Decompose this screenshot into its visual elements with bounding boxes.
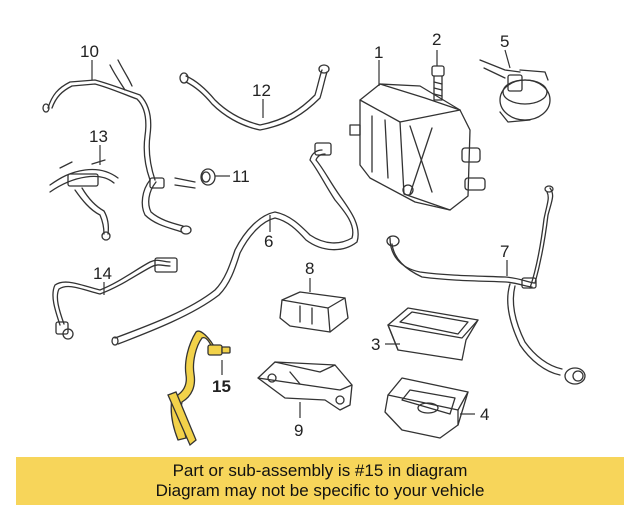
callout-15: 15 [212, 377, 231, 396]
part-1-canister[interactable] [349, 83, 486, 211]
part-14-sensor[interactable] [52, 257, 178, 340]
callout-14: 14 [93, 264, 112, 283]
part-7-pipe[interactable] [386, 185, 586, 385]
part-11-cap[interactable] [200, 168, 216, 186]
callout-7: 7 [500, 242, 509, 261]
callout-12: 12 [252, 81, 271, 100]
parts-diagram: 10 1 2 5 12 13 11 6 7 8 14 3 15 9 4 [42, 30, 586, 447]
part-9-bracket[interactable] [257, 361, 353, 411]
callout-11: 11 [232, 167, 250, 186]
callout-4: 4 [480, 405, 489, 424]
part-6-pipe[interactable] [111, 142, 359, 346]
part-13-hose-assembly[interactable] [49, 159, 119, 241]
callout-2: 2 [432, 30, 441, 49]
callout-8: 8 [305, 259, 314, 278]
callout-13: 13 [89, 127, 108, 146]
callout-9: 9 [294, 421, 303, 440]
callout-1: 1 [374, 43, 383, 62]
part-2-bolt[interactable] [431, 65, 445, 101]
part-12-hose[interactable] [179, 64, 330, 131]
callout-10: 10 [80, 42, 99, 61]
callout-5: 5 [500, 32, 509, 51]
callout-3: 3 [371, 335, 380, 354]
leader-lines [91, 49, 511, 418]
part-4-housing[interactable] [384, 377, 469, 439]
part-3-filter[interactable] [387, 307, 479, 361]
banner-line-1: Part or sub-assembly is #15 in diagram [172, 461, 468, 480]
banner-line-2: Diagram may not be specific to your vehi… [155, 481, 485, 500]
part-8-bracket[interactable] [279, 291, 349, 333]
info-banner: Part or sub-assembly is #15 in diagram D… [16, 457, 624, 505]
part-10-hose[interactable] [42, 59, 196, 235]
part-15-sensor-highlighted[interactable] [167, 330, 231, 447]
callout-6: 6 [264, 232, 273, 251]
part-5-valve[interactable] [479, 59, 551, 123]
callout-labels: 10 1 2 5 12 13 11 6 7 8 14 3 15 9 4 [80, 30, 509, 440]
